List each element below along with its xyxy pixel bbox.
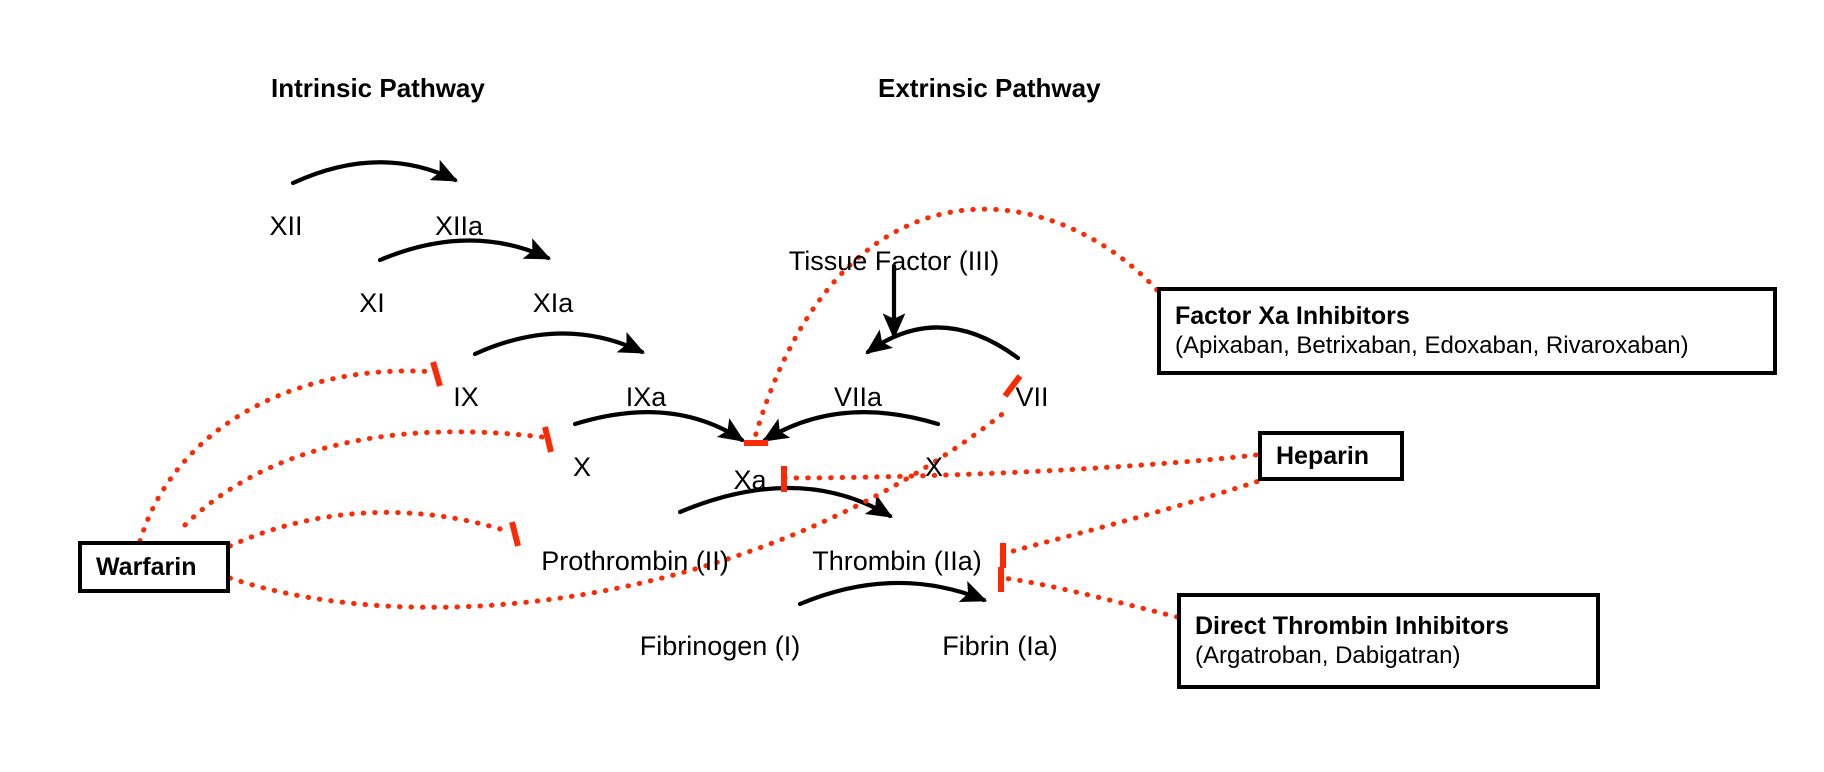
drug-box-factor-xa-inhibitors-subtitle: (Apixaban, Betrixaban, Edoxaban, Rivarox… [1175,331,1689,359]
drug-box-direct-thrombin-inhibitors[interactable]: Direct Thrombin Inhibitors (Argatroban, … [1177,593,1600,689]
arrow-prothrombin-to-thrombin [677,485,893,519]
node-viia: VIIa [833,382,883,412]
inhibition-heparin-to-xa [779,452,1259,481]
inhibition-lines [137,206,1271,620]
drug-box-direct-thrombin-inhibitors-subtitle: (Argatroban, Dabigatran) [1195,641,1461,669]
inhibition-factor-xa-inhibitors-to-xa [752,206,1160,440]
node-vii: VII [1015,382,1049,412]
arrow-ix-to-ixa [472,331,646,357]
node-x-intrinsic: X [572,452,592,482]
node-thrombin: Thrombin (IIa) [812,546,982,576]
inhibition-warfarin-to-vii [227,405,1013,610]
node-prothrombin: Prothrombin (II) [541,546,729,576]
arrow-fibrinogen-to-fibrin [797,580,988,607]
inhibition-direct-thrombin-inhibitors-to-thrombin [999,575,1180,620]
drug-box-warfarin[interactable]: Warfarin [78,541,230,593]
drug-box-factor-xa-inhibitors-title: Factor Xa Inhibitors [1175,302,1410,331]
node-fibrin: Fibrin (Ia) [942,631,1058,661]
inhibition-heparin-to-thrombin [997,475,1271,558]
arrow-xi-to-xia [377,238,552,263]
inhibition-tbars [430,361,1023,592]
inhibition-warfarin-to-prothrombin [227,509,513,549]
drug-box-warfarin-title: Warfarin [96,552,197,581]
node-xii: XII [269,211,303,241]
node-tissue-factor: Tissue Factor (III) [788,246,1000,276]
tbar-prothrombin [509,521,521,547]
arrow-x-to-xa-intrinsic [572,410,745,443]
drug-box-direct-thrombin-inhibitors-title: Direct Thrombin Inhibitors [1195,612,1509,641]
arrow-x-to-xa-extrinsic [762,410,941,443]
pathway-title-intrinsic: Intrinsic Pathway [271,73,485,103]
node-fibrinogen: Fibrinogen (I) [639,631,801,661]
node-ixa: IXa [625,382,667,412]
node-xia: XIa [532,288,574,318]
tbar-ix [430,361,443,387]
node-ix: IX [453,382,479,412]
drug-box-heparin-title: Heparin [1276,441,1370,470]
inhibition-warfarin-to-ix [137,368,439,544]
node-xi: XI [359,288,385,318]
arrow-vii-to-viia [865,325,1021,361]
drug-box-factor-xa-inhibitors[interactable]: Factor Xa Inhibitors (Apixaban, Betrixab… [1157,287,1777,375]
node-xiia: XIIa [434,211,484,241]
node-xa: Xa [733,465,767,495]
pathway-title-extrinsic: Extrinsic Pathway [878,73,1101,103]
tbar-x-intrinsic [542,426,554,453]
arrow-xii-to-xiia [290,159,459,186]
node-x-extrinsic: X [924,452,944,482]
drug-box-heparin[interactable]: Heparin [1258,431,1404,481]
tbar-vii [1002,374,1023,398]
activation-arrows [290,159,1021,607]
